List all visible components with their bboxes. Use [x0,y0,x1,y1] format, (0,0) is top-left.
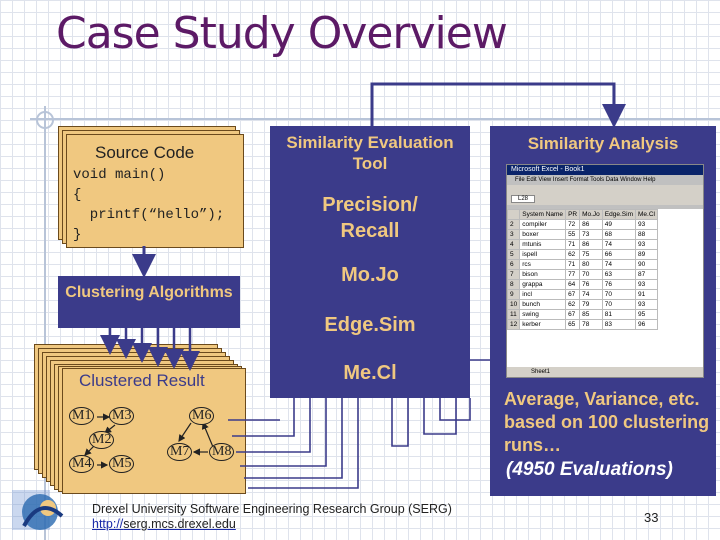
table-cell: 65 [565,319,581,330]
table-cell: 83 [601,319,636,330]
edgesim-label: Edge.Sim [324,314,416,336]
line-result-to-tower-2 [232,398,295,437]
line-result-to-tower-5 [244,398,343,479]
footer-org: Drexel University Software Engineering R… [92,502,452,516]
analysis-summary: Average, Variance, etc. based on 100 clu… [504,389,710,455]
module-node: M4 [69,455,95,473]
source-code-title: Source Code [95,143,195,162]
vertical-rule [44,106,46,540]
edge-m8-m6 [201,421,214,448]
excel-menu-bar: File Edit View Insert Format Tools Data … [515,177,656,183]
table-header-row: System Name PR Mo.Jo Edge.Sim Me.Cl [507,209,658,220]
footer: Drexel University Software Engineering R… [92,502,452,532]
module-node: M6 [189,407,215,425]
module-node: M7 [167,443,193,461]
footer-link-prefix: http:// [92,517,124,531]
excel-toolbar: L28 [507,185,703,205]
module-node: M8 [209,443,235,461]
page-number: 33 [644,510,659,525]
module-node: M3 [109,407,135,425]
evaluations-count: (4950 Evaluations) [506,459,673,480]
similarity-analysis-title: Similarity Analysis [527,134,679,153]
excel-sheet-tab: Sheet1 [507,367,703,377]
module-node: M1 [69,407,95,425]
line-result-to-tower-4 [240,398,327,467]
similarity-evaluation-tool-panel: Similarity Evaluation Tool Precision/ Re… [270,126,470,398]
footer-link[interactable]: http://serg.mcs.drexel.edu [92,517,236,531]
excel-cell-ref: L28 [511,195,536,203]
source-code-document: Source Code void main() { printf(“hello”… [66,134,244,248]
module-node: M5 [109,455,135,473]
line-tower-bottom-2 [423,398,457,435]
precision-recall-label: Precision/ Recall [322,194,418,242]
arrow-tool-to-analysis [370,82,626,128]
similarity-analysis-panel: Similarity Analysis Microsoft Excel - Bo… [490,126,716,496]
horizontal-rule [30,118,720,120]
table-cell: 96 [634,319,658,330]
code-line: printf(“hello”); [73,207,225,223]
code-line: void main() [73,167,166,183]
rule-circle-ornament [36,111,54,129]
line-result-to-tower-6 [248,398,359,489]
excel-screenshot: Microsoft Excel - Book1 File Edit View I… [506,164,704,378]
edge-m6-m7 [178,422,192,442]
serg-logo [12,490,64,530]
module-node: M2 [89,431,115,449]
clustered-result-document: Clustered Result M1 M3 M6 M2 M7 M8 M4 M5 [62,368,246,494]
mecl-label: Me.Cl [343,362,397,384]
code-line: } [73,227,82,243]
clustered-result-title: Clustered Result [79,371,205,390]
footer-link-rest: serg.mcs.drexel.edu [123,517,236,531]
clustering-algorithms-box: Clustering Algorithms [58,276,240,328]
mojo-label: Mo.Jo [341,264,399,286]
excel-title-bar: Microsoft Excel - Book1 [507,165,703,175]
line-result-to-tower-3 [236,398,311,453]
code-line: { [73,187,82,203]
line-tower-bottom-1 [439,398,471,421]
source-code-text: void main() { printf(“hello”); } [73,165,224,245]
slide-title: Case Study Overview [56,8,508,59]
line-tower-bottom-3 [391,398,409,447]
evaluation-tool-title: Similarity Evaluation Tool [286,133,454,173]
table-cell: 12 [507,319,521,330]
